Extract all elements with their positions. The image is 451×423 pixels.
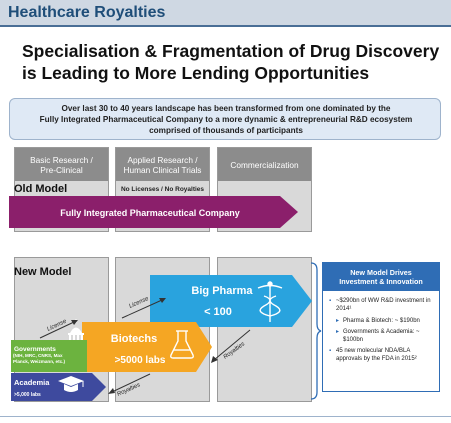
license-label-2: License [128, 296, 150, 310]
royalties-label-1: Royalties [223, 341, 246, 360]
drives-bullet-2: 45 new molecular NDA/BLA approvals by th… [329, 347, 437, 363]
academia-count: >5,000 labs [14, 392, 41, 398]
drives-box: New Model Drives Investment & Innovation… [322, 262, 440, 392]
drives-sub-bullet-1: Pharma & Biotech: ~ $190bn [329, 317, 437, 325]
stage-applied-research-header: Applied Research /Human Clinical Trials [116, 148, 209, 181]
summary-text: Over last 30 to 40 years landscape has b… [20, 103, 432, 136]
old-model-arrow [9, 196, 298, 228]
stage-basic-research-line-1: Basic Research / [30, 154, 93, 165]
license-arrow-1 [39, 320, 78, 339]
biotechs-count: >5000 labs [115, 355, 166, 366]
summary-line-2: Fully Integrated Pharmaceutical Company … [39, 115, 413, 124]
stage-basic-research-line-2: Pre-Clinical [40, 164, 83, 175]
flask-icon [170, 330, 194, 359]
stage-applied-research-line-2: Human Clinical Trials [123, 164, 202, 175]
header-bar: Healthcare Royalties [0, 0, 451, 27]
new-model-label: New Model [14, 266, 72, 278]
drives-bullet-1: ~$290bn of WW R&D investment in 2014¹ [329, 297, 437, 313]
drives-header: New Model Drives Investment & Innovation [323, 263, 439, 291]
governments-detail: (NIH, MRC, CNRS, Max Planck, Weizmann, e… [13, 353, 65, 364]
academia-arrow [11, 373, 106, 401]
drives-title-line-2: Investment & Innovation [339, 277, 423, 286]
page-title-line-2: is Leading to More Lending Opportunities [22, 63, 370, 83]
drives-title-line-1: New Model Drives [350, 268, 412, 277]
big-pharma-arrow [150, 275, 312, 327]
page-title-line-1: Specialisation & Fragmentation of Drug D… [22, 41, 440, 61]
royalties-arrow-1 [211, 329, 251, 363]
license-label-1: License [46, 318, 68, 332]
capitol-dome-icon [68, 319, 84, 340]
header-title: Healthcare Royalties [8, 4, 166, 21]
biotechs-arrow [82, 322, 212, 372]
stage-commercialization-label: Commercialization [230, 159, 299, 170]
summary-line-1: Over last 30 to 40 years landscape has b… [61, 104, 391, 113]
old-model-arrow-text: Fully Integrated Pharmaceutical Company [60, 208, 240, 218]
caduceus-icon [257, 281, 283, 322]
bottom-rule [0, 416, 451, 417]
royalties-arrow-2 [108, 373, 151, 394]
summary-line-3: comprised of thousands of participants [149, 126, 303, 135]
no-licenses-note: No Licenses / No Royalties [120, 186, 205, 193]
governments-name: Governments [14, 346, 56, 353]
stage-commercialization-header: Commercialization [218, 148, 311, 181]
academia-name: Academia [14, 378, 50, 387]
stage-basic-research-header: Basic Research /Pre-Clinical [15, 148, 108, 181]
graduation-cap-icon [58, 376, 84, 392]
page-title: Specialisation & Fragmentation of Drug D… [22, 40, 442, 84]
summary-box: Over last 30 to 40 years landscape has b… [9, 98, 441, 140]
drives-list: ~$290bn of WW R&D investment in 2014¹ Ph… [329, 297, 437, 367]
big-pharma-name: Big Pharma [191, 285, 253, 297]
governments-block [11, 340, 87, 372]
stage-applied-research-line-1: Applied Research / [127, 154, 198, 165]
royalties-label-2: Royalties [116, 382, 141, 398]
old-model-label: Old Model [14, 183, 68, 195]
drives-sub-bullet-2: Governments & Academia: ~ $100bn [329, 328, 437, 344]
license-arrow-2 [121, 298, 166, 319]
big-pharma-count: < 100 [204, 306, 232, 318]
bracket-icon [310, 262, 322, 400]
biotechs-name: Biotechs [111, 333, 157, 345]
